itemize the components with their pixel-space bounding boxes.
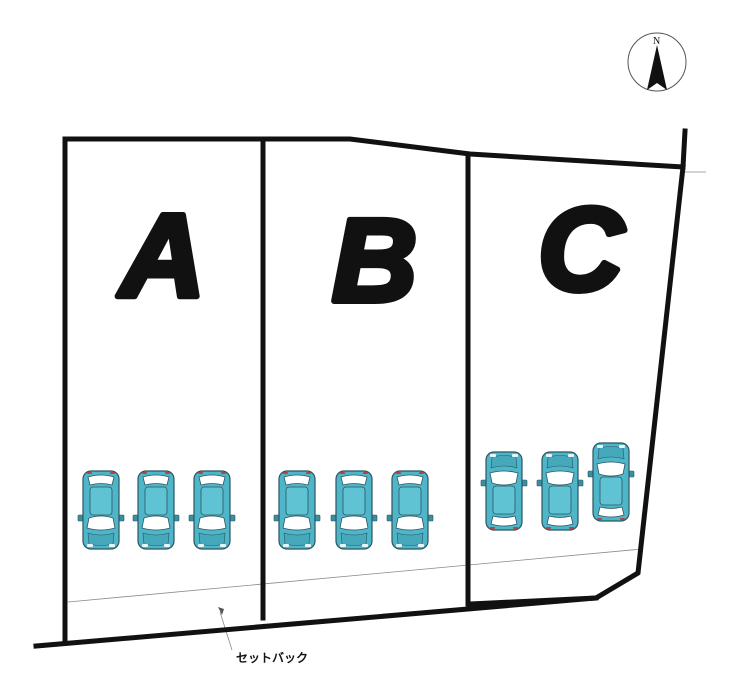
car-icon	[587, 442, 635, 522]
lot-boundaries	[33, 128, 688, 649]
lot-a-parking	[77, 470, 236, 550]
lot-b-label: B	[332, 195, 417, 327]
setback-label: セットバック	[236, 651, 308, 665]
lot-c-label: C	[538, 184, 625, 316]
car-icon	[77, 470, 125, 550]
car-icon	[330, 470, 378, 550]
car-icon	[188, 470, 236, 550]
north-label: N	[653, 36, 660, 47]
car-icon	[132, 470, 180, 550]
north-arrow-icon: N	[627, 32, 687, 92]
lot-b-parking	[273, 470, 434, 550]
car-icon	[480, 451, 528, 531]
car-icon	[536, 451, 584, 531]
lot-a-label: A	[117, 190, 205, 322]
lot-c-parking	[480, 442, 635, 531]
car-icon	[386, 470, 434, 550]
car-icon	[273, 470, 321, 550]
setback-pointer-icon	[218, 607, 224, 615]
